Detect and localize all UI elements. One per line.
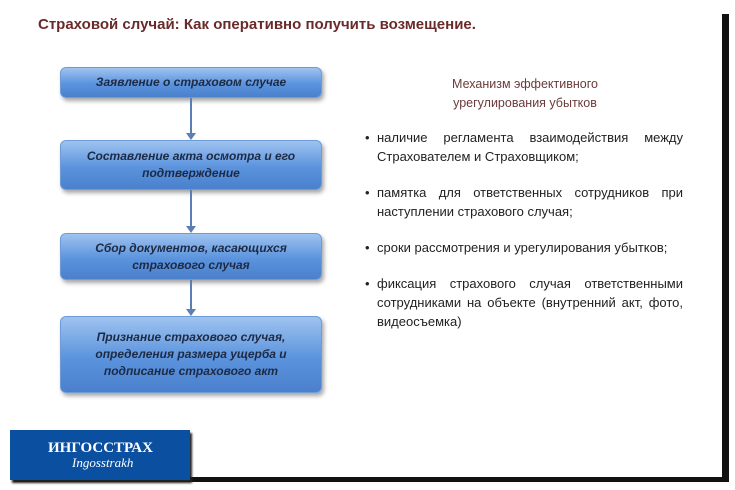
bullet-item: •наличие регламента взаимодействия между… bbox=[365, 130, 683, 164]
flow-arrow bbox=[186, 190, 196, 233]
bullet-text: наличие регламента взаимодействия между … bbox=[377, 130, 683, 164]
slide-title: Страховой случай: Как оперативно получит… bbox=[38, 16, 476, 33]
flow-arrow bbox=[186, 98, 196, 140]
mechanism-line-1: Механизм эффективного bbox=[452, 77, 598, 91]
ingosstrakh-logo: ИНГОССТРАХ Ingosstrakh bbox=[10, 430, 190, 480]
logo-text-en: Ingosstrakh bbox=[72, 455, 134, 470]
bullet-text: фиксация страхового случая ответственным… bbox=[377, 276, 683, 329]
bullet-item: •сроки рассмотрения и урегулирования убы… bbox=[365, 240, 668, 255]
bullet-item: •памятка для ответственных сотрудников п… bbox=[365, 185, 683, 219]
logo-text-ru: ИНГОССТРАХ bbox=[48, 440, 153, 456]
flow-arrow bbox=[186, 280, 196, 316]
flow-step-4: Признание страхового случая, определения… bbox=[60, 316, 322, 393]
mechanism-line-2: урегулирования убытков bbox=[453, 96, 597, 110]
mechanism-heading: Механизм эффективного урегулирования убы… bbox=[410, 75, 640, 113]
flow-step-2: Составление акта осмотра и его подтвержд… bbox=[60, 140, 322, 190]
bullet-text: сроки рассмотрения и урегулирования убыт… bbox=[377, 240, 668, 255]
flow-step-3: Сбор документов, касающихся страхового с… bbox=[60, 233, 322, 280]
bullet-list: •наличие регламента взаимодействия между… bbox=[365, 128, 683, 348]
bullet-item: •фиксация страхового случая ответственны… bbox=[365, 276, 683, 329]
flow-step-1: Заявление о страховом случае bbox=[60, 67, 322, 98]
slide-shadow-right bbox=[722, 14, 729, 482]
bullet-text: памятка для ответственных сотрудников пр… bbox=[377, 185, 683, 219]
slide-shadow-bottom bbox=[14, 477, 729, 482]
